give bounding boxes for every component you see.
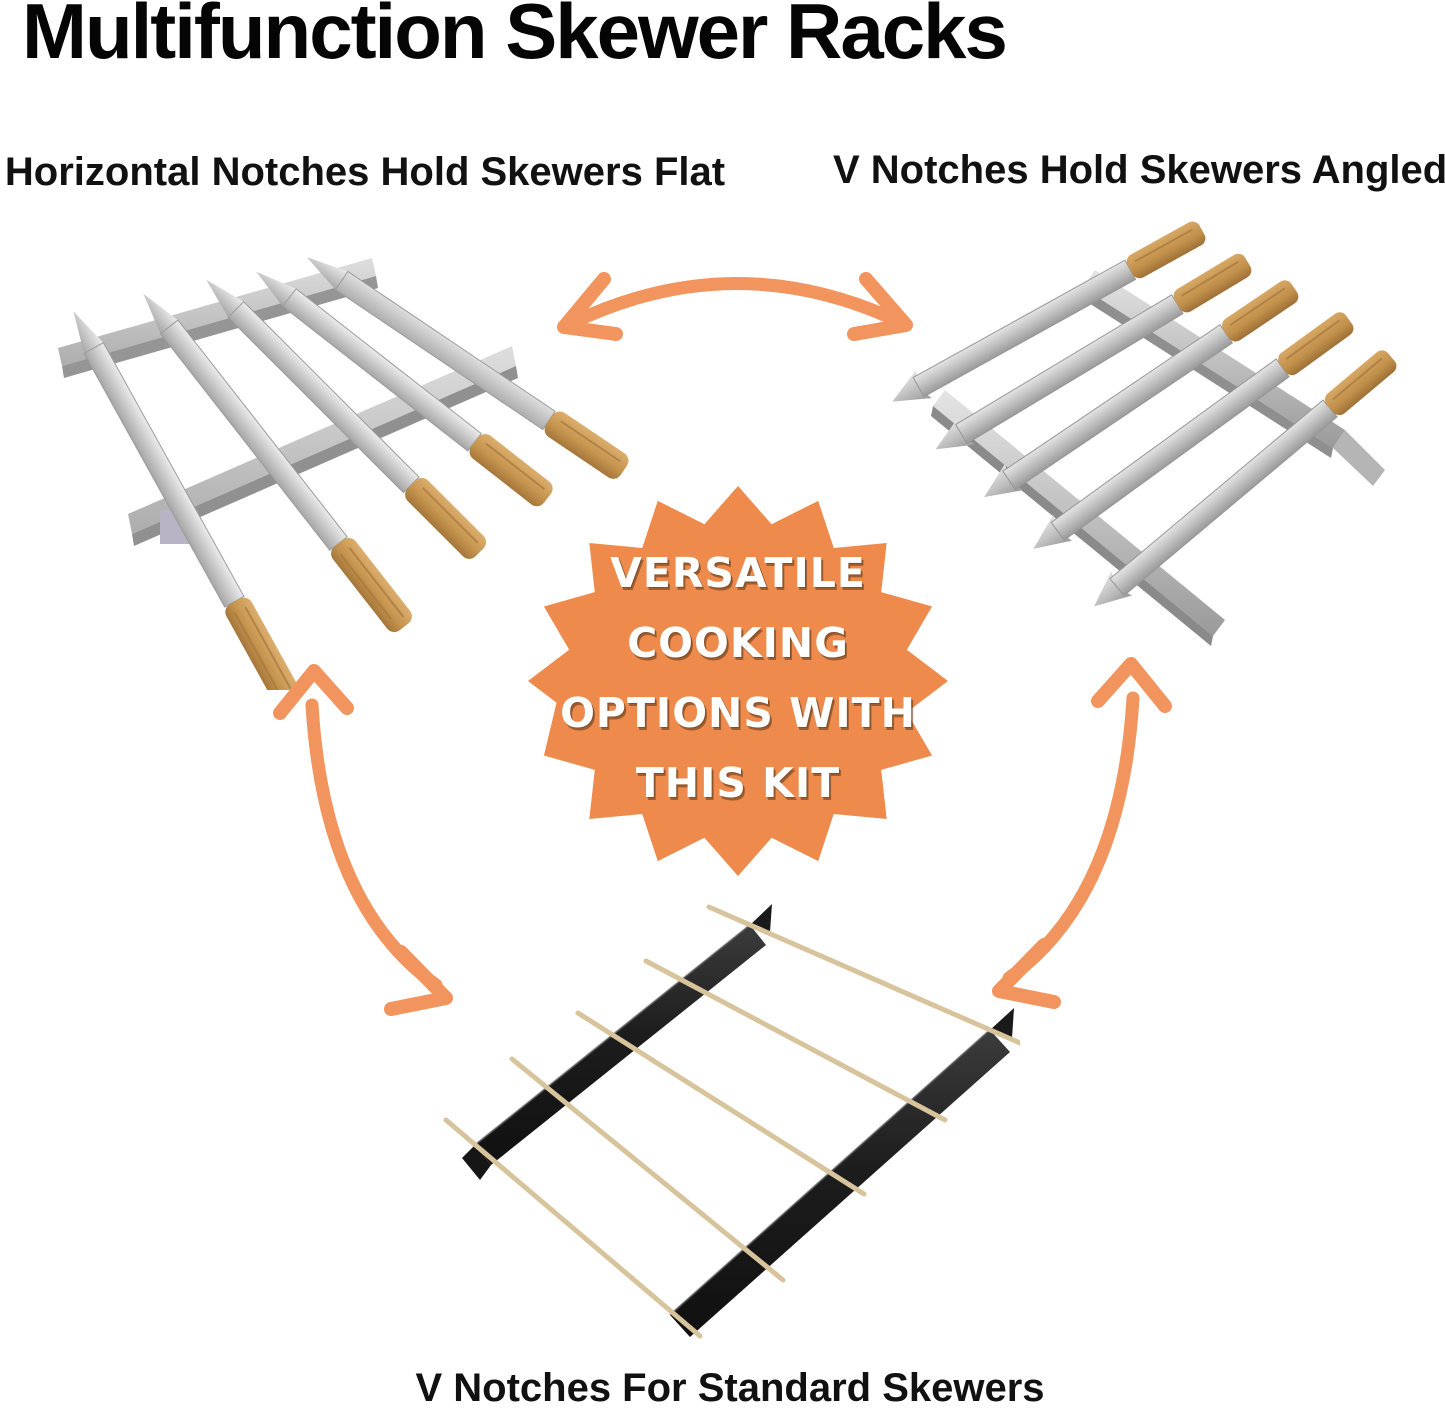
standard-skewer-rack-photo — [443, 904, 1020, 1339]
label-standard-rack: V Notches For Standard Skewers — [415, 1366, 1045, 1409]
page-title: Multifunction Skewer Racks — [22, 0, 1008, 75]
badge-line: OPTIONS WITH — [560, 689, 916, 737]
badge-line: THIS KIT — [635, 759, 841, 807]
versatile-cooking-badge: VERSATILE COOKING OPTIONS WITH THIS KIT — [528, 486, 948, 876]
starburst-shape — [528, 486, 948, 876]
angled-skewers — [892, 221, 1397, 607]
flat-skewer-rack-photo — [58, 257, 629, 690]
bamboo-skewers — [443, 904, 1020, 1339]
badge-text: VERSATILE COOKING OPTIONS WITH THIS KIT — [558, 538, 918, 818]
badge-line: COOKING — [627, 619, 849, 667]
curved-arrow-left-icon — [273, 664, 453, 1016]
angled-skewer-rack-photo — [892, 221, 1397, 646]
curved-arrow-right-icon — [992, 657, 1172, 1009]
curved-arrow-top-icon — [557, 272, 913, 341]
flat-skewers — [73, 257, 629, 690]
black-rails — [462, 904, 1014, 1337]
label-angled-rack: V Notches Hold Skewers Angled — [833, 148, 1445, 192]
label-flat-rack: Horizontal Notches Hold Skewers Flat — [4, 150, 726, 194]
badge-line: VERSATILE — [610, 549, 866, 597]
